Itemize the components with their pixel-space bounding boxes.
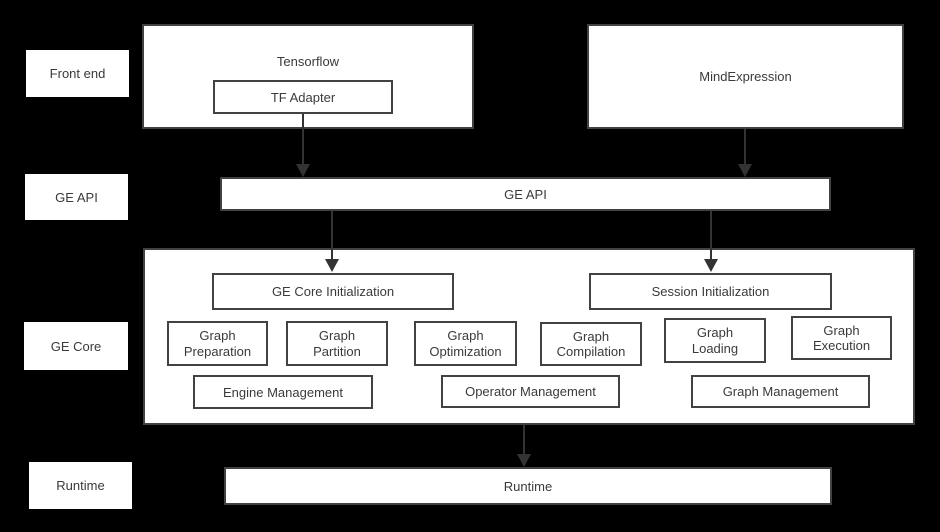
layer-label-text: Runtime [56, 478, 105, 493]
module-label-line: Optimization [429, 343, 502, 359]
engine-management-box: Engine Management [193, 375, 373, 409]
layer-label-text: GE API [55, 189, 98, 205]
tensorflow-box-title: Tensorflow [276, 54, 340, 69]
tf-adapter-box: TF Adapter [213, 80, 393, 114]
module-box-graph-optimization: Graph Optimization [414, 321, 517, 366]
layer-label-front-end: Front end [26, 50, 129, 97]
tf-adapter-label: TF Adapter [270, 89, 336, 105]
module-label-line: Graph [447, 328, 484, 344]
arrow-down-icon [517, 425, 531, 467]
module-box-graph-execution: Graph Execution [791, 316, 892, 360]
arrow-down-icon [704, 211, 718, 272]
layer-label-ge-api: GE API [25, 174, 128, 220]
module-box-graph-loading: Graph Loading [664, 318, 766, 363]
arrow-down-icon [738, 129, 752, 177]
module-label-line: Execution [812, 338, 871, 353]
ge-api-bar: GE API [220, 177, 831, 211]
engine-management-label: Engine Management [223, 384, 343, 400]
module-label-line: Graph [696, 325, 734, 341]
runtime-bar: Runtime [224, 467, 832, 505]
module-box-graph-partition: Graph Partition [286, 321, 388, 366]
graph-management-label: Graph Management [722, 384, 839, 399]
layer-label-text: Front end [49, 66, 106, 81]
graph-management-box: Graph Management [691, 375, 870, 408]
module-box-graph-preparation: Graph Preparation [167, 321, 268, 366]
module-label-line: Graph [199, 328, 236, 344]
layer-label-runtime: Runtime [29, 462, 132, 509]
session-initialization-label: Session Initialization [651, 284, 770, 299]
ge-core-box: GE Core Initialization Session Initializ… [143, 248, 915, 425]
module-label-line: Compilation [556, 344, 626, 359]
runtime-bar-label: Runtime [503, 478, 553, 494]
module-label-line: Graph [572, 328, 610, 344]
operator-management-label: Operator Management [465, 384, 596, 399]
module-label-line: Graph [318, 328, 356, 344]
module-label-line: Loading [691, 340, 739, 356]
layer-label-ge-core: GE Core [24, 322, 128, 370]
session-initialization-box: Session Initialization [589, 273, 832, 310]
module-label-line: Graph [823, 322, 860, 338]
ge-core-initialization-label: GE Core Initialization [271, 284, 395, 299]
module-label-line: Preparation [183, 343, 252, 359]
module-label-line: Partition [313, 343, 361, 359]
arrow-down-icon [325, 211, 339, 272]
operator-management-box: Operator Management [441, 375, 620, 408]
ge-core-initialization-box: GE Core Initialization [212, 273, 454, 310]
mindexpression-box: MindExpression [587, 24, 904, 129]
tensorflow-box: Tensorflow TF Adapter [142, 24, 474, 129]
ge-api-bar-label: GE API [504, 186, 547, 202]
arrow-down-icon [296, 114, 310, 177]
layer-label-text: GE Core [50, 338, 102, 354]
mindexpression-label: MindExpression [699, 69, 792, 84]
module-box-graph-compilation: Graph Compilation [540, 322, 642, 366]
